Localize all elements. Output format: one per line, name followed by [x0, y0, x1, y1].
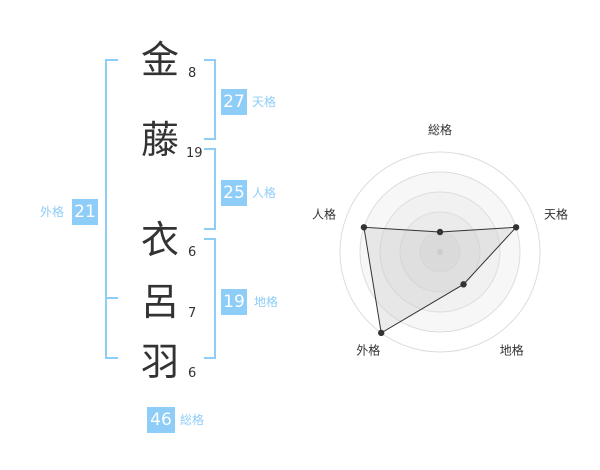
jinkaku-label: 人格 [252, 186, 277, 200]
jinkaku-bracket [204, 148, 216, 230]
stroke-count-1: 8 [188, 66, 197, 81]
gaikaku-bracket [105, 59, 118, 359]
radar-axis-label-3: 地格 [500, 343, 524, 358]
gaikaku-label: 外格 [40, 205, 65, 219]
radar-point-3 [460, 281, 467, 288]
chikaku-bracket [204, 238, 216, 359]
radar-point-4 [378, 329, 385, 337]
soukaku-label: 総格 [180, 413, 205, 427]
name-char-4: 呂 [140, 280, 179, 324]
stroke-count-2: 19 [186, 146, 203, 161]
tenkaku-bracket [204, 59, 216, 140]
radar-axis-label-1: 総格 [428, 122, 452, 137]
radar-series-polygon [363, 226, 518, 334]
soukaku-value: 46 [147, 407, 175, 433]
radar-point-5 [360, 224, 368, 231]
name-char-2: 藤 [140, 118, 179, 162]
tenkaku-label: 天格 [252, 95, 277, 109]
radar-axis-label-5: 人格 [312, 206, 336, 221]
radar-axis-label-4: 外格 [356, 343, 380, 358]
chikaku-value: 19 [221, 289, 247, 315]
stroke-count-4: 7 [188, 306, 197, 321]
radar-point-2 [512, 224, 520, 231]
stroke-count-5: 6 [188, 366, 197, 381]
name-char-5: 羽 [140, 340, 179, 384]
radar-point-1 [436, 228, 444, 236]
radar-center-dot [437, 249, 443, 255]
chikaku-label: 地格 [254, 295, 279, 309]
gaikaku-value: 21 [72, 199, 98, 225]
radar-axis-label-2: 天格 [544, 206, 568, 221]
jinkaku-value: 25 [221, 180, 247, 206]
name-char-3: 衣 [140, 218, 179, 262]
name-char-1: 金 [140, 38, 179, 82]
tenkaku-value: 27 [221, 89, 247, 115]
stroke-count-3: 6 [188, 245, 197, 260]
